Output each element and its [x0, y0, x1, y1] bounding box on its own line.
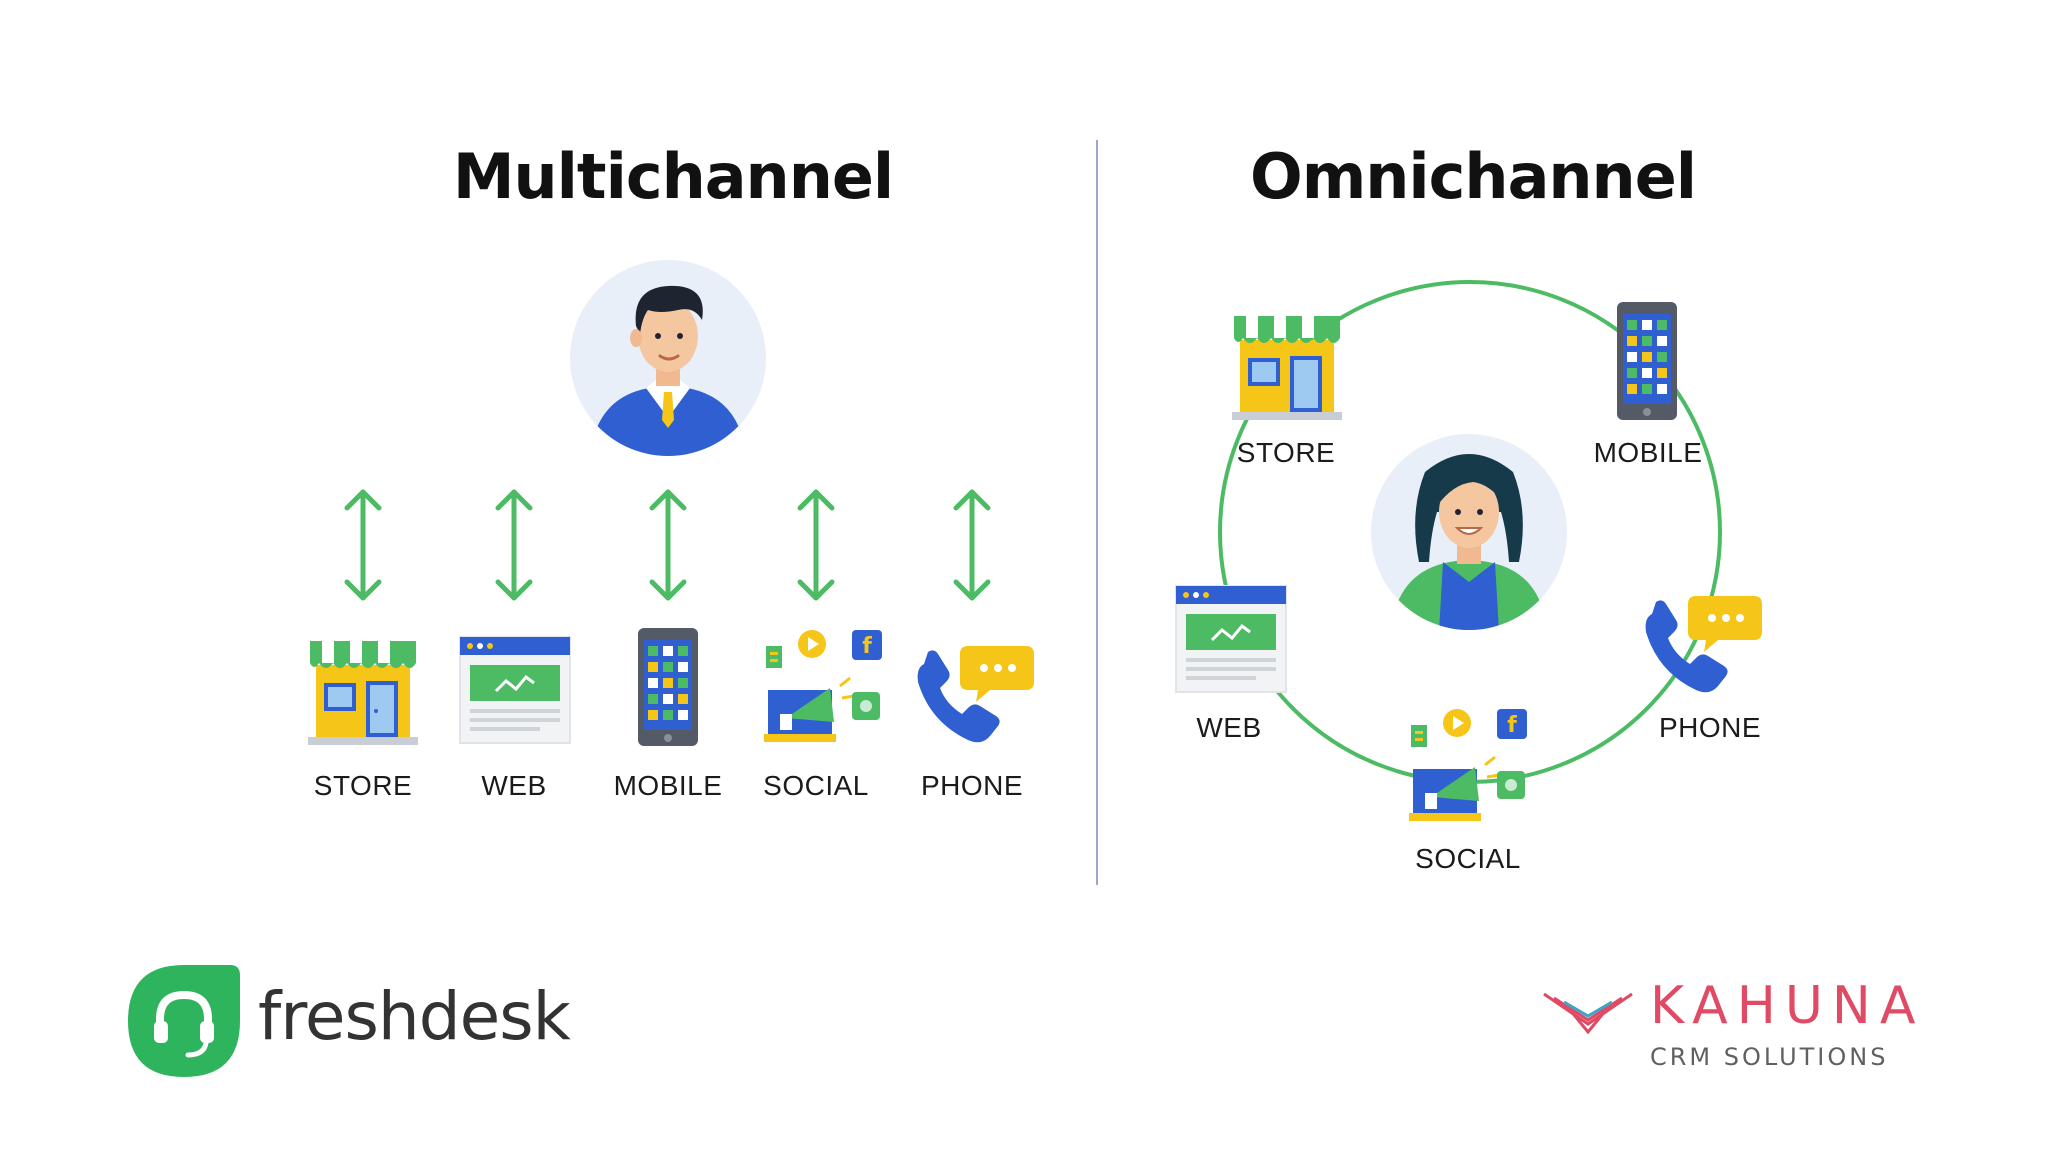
omni-social-icon: f	[1409, 709, 1527, 821]
arrow-social	[797, 489, 835, 601]
store-icon	[308, 641, 418, 745]
woman-avatar-icon	[1371, 434, 1567, 630]
omni-mobile-label: MOBILE	[1593, 437, 1703, 468]
multichannel-title: Multichannel	[452, 140, 894, 213]
store-label: STORE	[313, 770, 413, 801]
mobile-icon	[638, 628, 698, 746]
omni-phone-label: PHONE	[1658, 712, 1762, 743]
social-icon: f	[764, 630, 882, 742]
mobile-label: MOBILE	[613, 770, 723, 801]
omni-phone-icon	[1645, 596, 1762, 693]
omni-web-icon	[1175, 585, 1287, 693]
omni-mobile-icon	[1617, 302, 1677, 420]
double-arrows	[344, 489, 991, 601]
arrow-mobile	[649, 489, 687, 601]
kahuna-wordmark: KAHUNA	[1650, 976, 1925, 1036]
kahuna-tagline: CRM SOLUTIONS	[1650, 1043, 1889, 1071]
kahuna-logo-icon	[1543, 992, 1633, 1035]
divider-line	[1096, 140, 1098, 885]
social-label: SOCIAL	[763, 770, 869, 801]
arrow-web	[495, 489, 533, 601]
omnichannel-title: Omnichannel	[1249, 140, 1697, 213]
arrow-store	[344, 489, 382, 601]
arrow-phone	[953, 489, 991, 601]
web-label: WEB	[481, 770, 547, 801]
omni-store-label: STORE	[1236, 437, 1336, 468]
svg-text:f: f	[862, 634, 872, 659]
svg-text:f: f	[1507, 713, 1517, 738]
omni-web-label: WEB	[1196, 712, 1262, 743]
freshdesk-wordmark: freshdesk	[258, 978, 571, 1055]
phone-label: PHONE	[920, 770, 1024, 801]
omni-social-label: SOCIAL	[1415, 843, 1521, 874]
man-avatar-icon	[570, 260, 766, 456]
freshdesk-logo-icon	[128, 965, 240, 1077]
omni-store-icon	[1232, 316, 1342, 420]
web-icon	[459, 636, 571, 744]
phone-icon	[917, 646, 1034, 743]
